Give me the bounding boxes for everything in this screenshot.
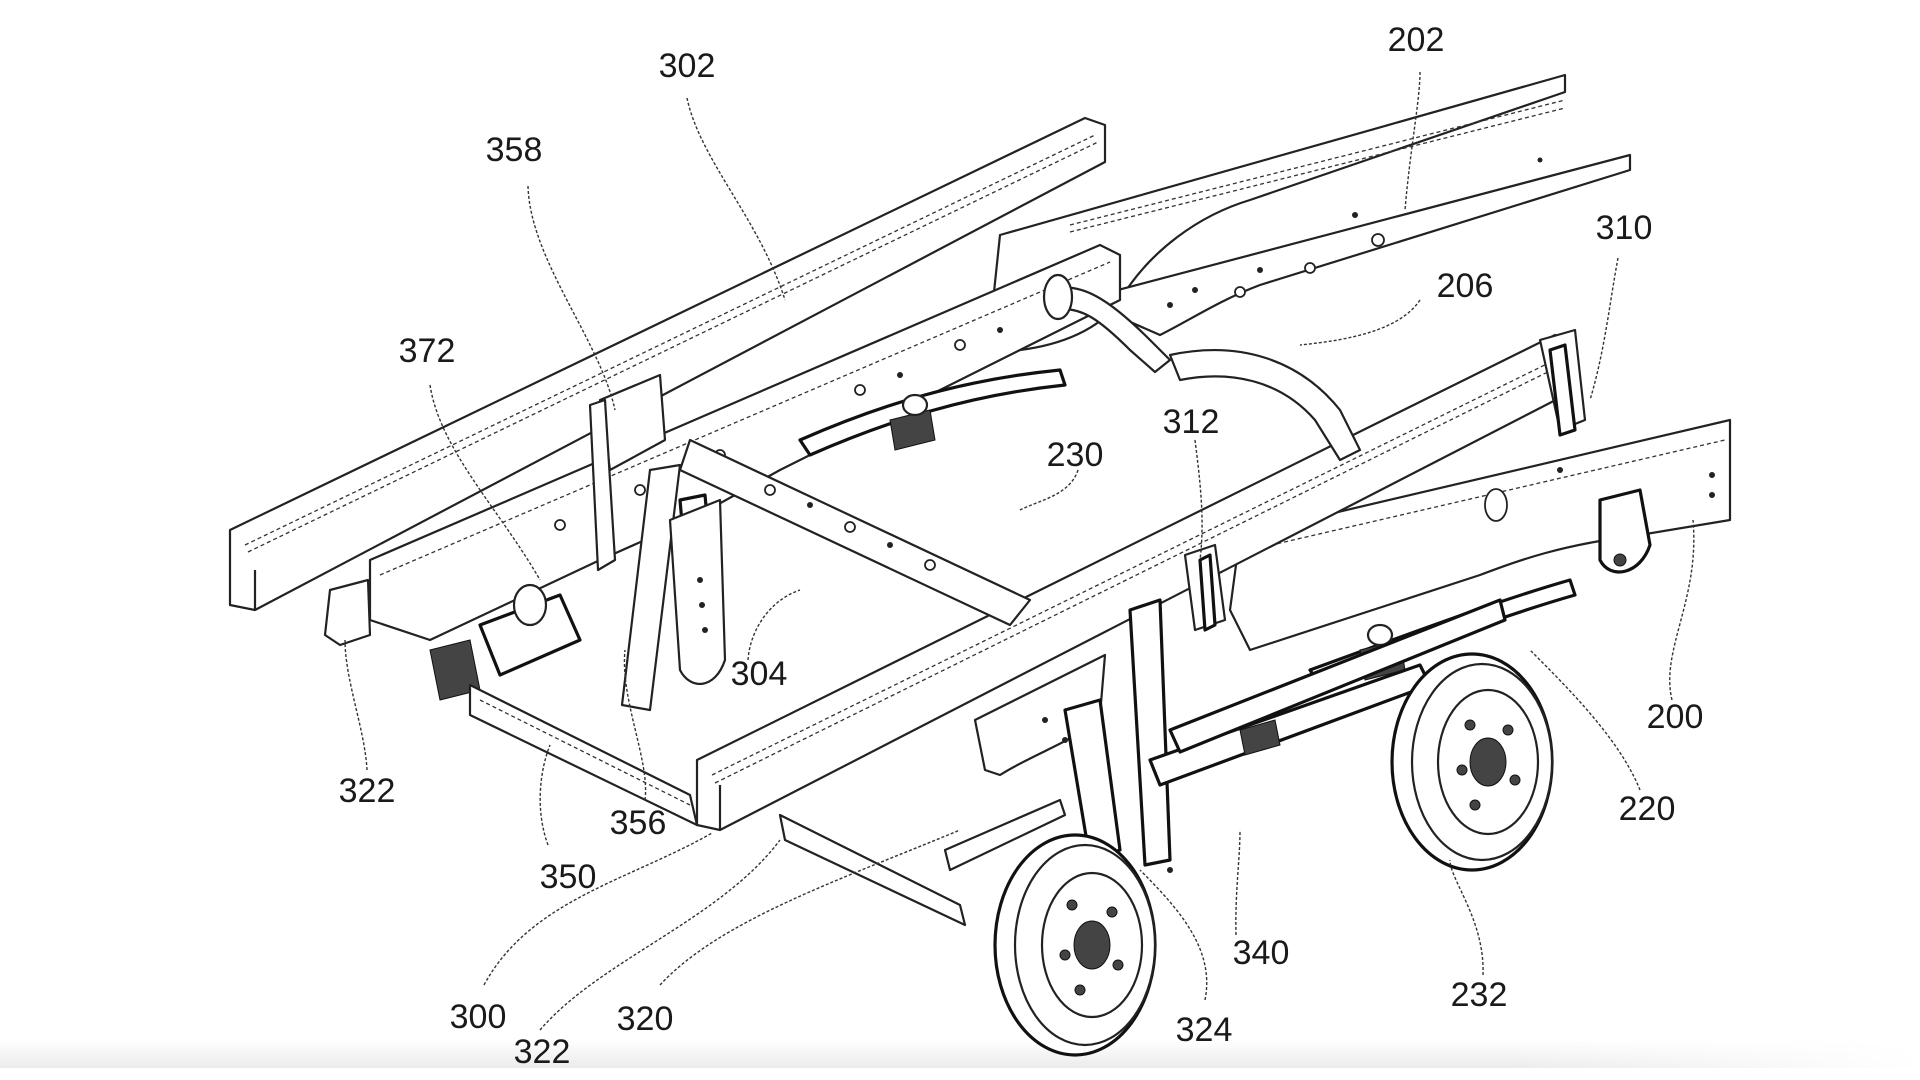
ref-label-232: 232: [1451, 976, 1508, 1014]
leader-358: [527, 185, 616, 411]
leader-312: [1194, 439, 1203, 561]
left-shock-absorber: [620, 463, 727, 712]
ref-label-358: 358: [486, 131, 543, 169]
leader-322a: [344, 639, 368, 771]
lower-frame-320: [778, 798, 1067, 927]
leaf-spring-230: [798, 368, 1067, 457]
wheel-hub-lower: [993, 833, 1157, 1057]
ref-label-310: 310: [1596, 209, 1653, 247]
ref-label-220: 220: [1619, 790, 1676, 828]
ref-label-200: 200: [1647, 698, 1704, 736]
ref-label-302: 302: [659, 47, 716, 85]
ref-label-206: 206: [1437, 267, 1494, 305]
ref-label-304: 304: [731, 655, 788, 693]
ref-label-320: 320: [617, 1000, 674, 1038]
leader-200: [1669, 519, 1695, 701]
leader-206: [1299, 299, 1421, 346]
left-cross-beam-350: [468, 683, 699, 827]
cross-member-304: [678, 438, 1032, 627]
left-end-bracket-322: [323, 578, 372, 647]
subframe-rail-302: [228, 116, 1107, 612]
ref-label-350: 350: [540, 858, 597, 896]
axle-tube-206: [1042, 273, 1362, 462]
leader-350: [539, 744, 551, 846]
bracket-312: [1183, 543, 1227, 632]
left-hanger-358: [588, 373, 667, 572]
ref-label-356: 356: [610, 804, 667, 842]
rear-axle-340: [1148, 598, 1507, 787]
bracket-324: [973, 598, 1173, 873]
leader-310: [1589, 257, 1619, 401]
reference-labels: 302 202 358 372 310 206 312 230 304 200 …: [339, 21, 1704, 1071]
leader-lines: [344, 71, 1695, 1031]
vehicle-frame-rail-200: [1228, 418, 1732, 652]
ref-label-230: 230: [1047, 436, 1104, 474]
leader-320: [659, 829, 961, 986]
leader-340: [1235, 829, 1241, 936]
ref-label-340: 340: [1233, 934, 1290, 972]
ref-label-312: 312: [1163, 403, 1220, 441]
ref-label-372: 372: [399, 332, 456, 370]
leader-202: [1404, 71, 1421, 211]
ref-label-322-bottom: 322: [514, 1033, 571, 1071]
leader-372: [429, 384, 541, 581]
ref-label-324: 324: [1176, 1011, 1233, 1049]
leader-300: [483, 832, 713, 986]
ref-label-202: 202: [1388, 21, 1445, 59]
leader-324: [1139, 869, 1208, 1001]
bottom-shadow-fade: [1500, 1040, 1920, 1068]
ref-label-322-left: 322: [339, 772, 396, 810]
ref-label-300: 300: [450, 998, 507, 1036]
leader-356: [623, 649, 647, 801]
right-hanger-310: [1538, 328, 1587, 437]
leader-230: [1019, 469, 1079, 511]
leader-232: [1449, 859, 1484, 976]
leader-322b: [539, 839, 781, 1031]
leader-304: [747, 589, 801, 661]
wheel-hub-232: [1390, 652, 1554, 872]
